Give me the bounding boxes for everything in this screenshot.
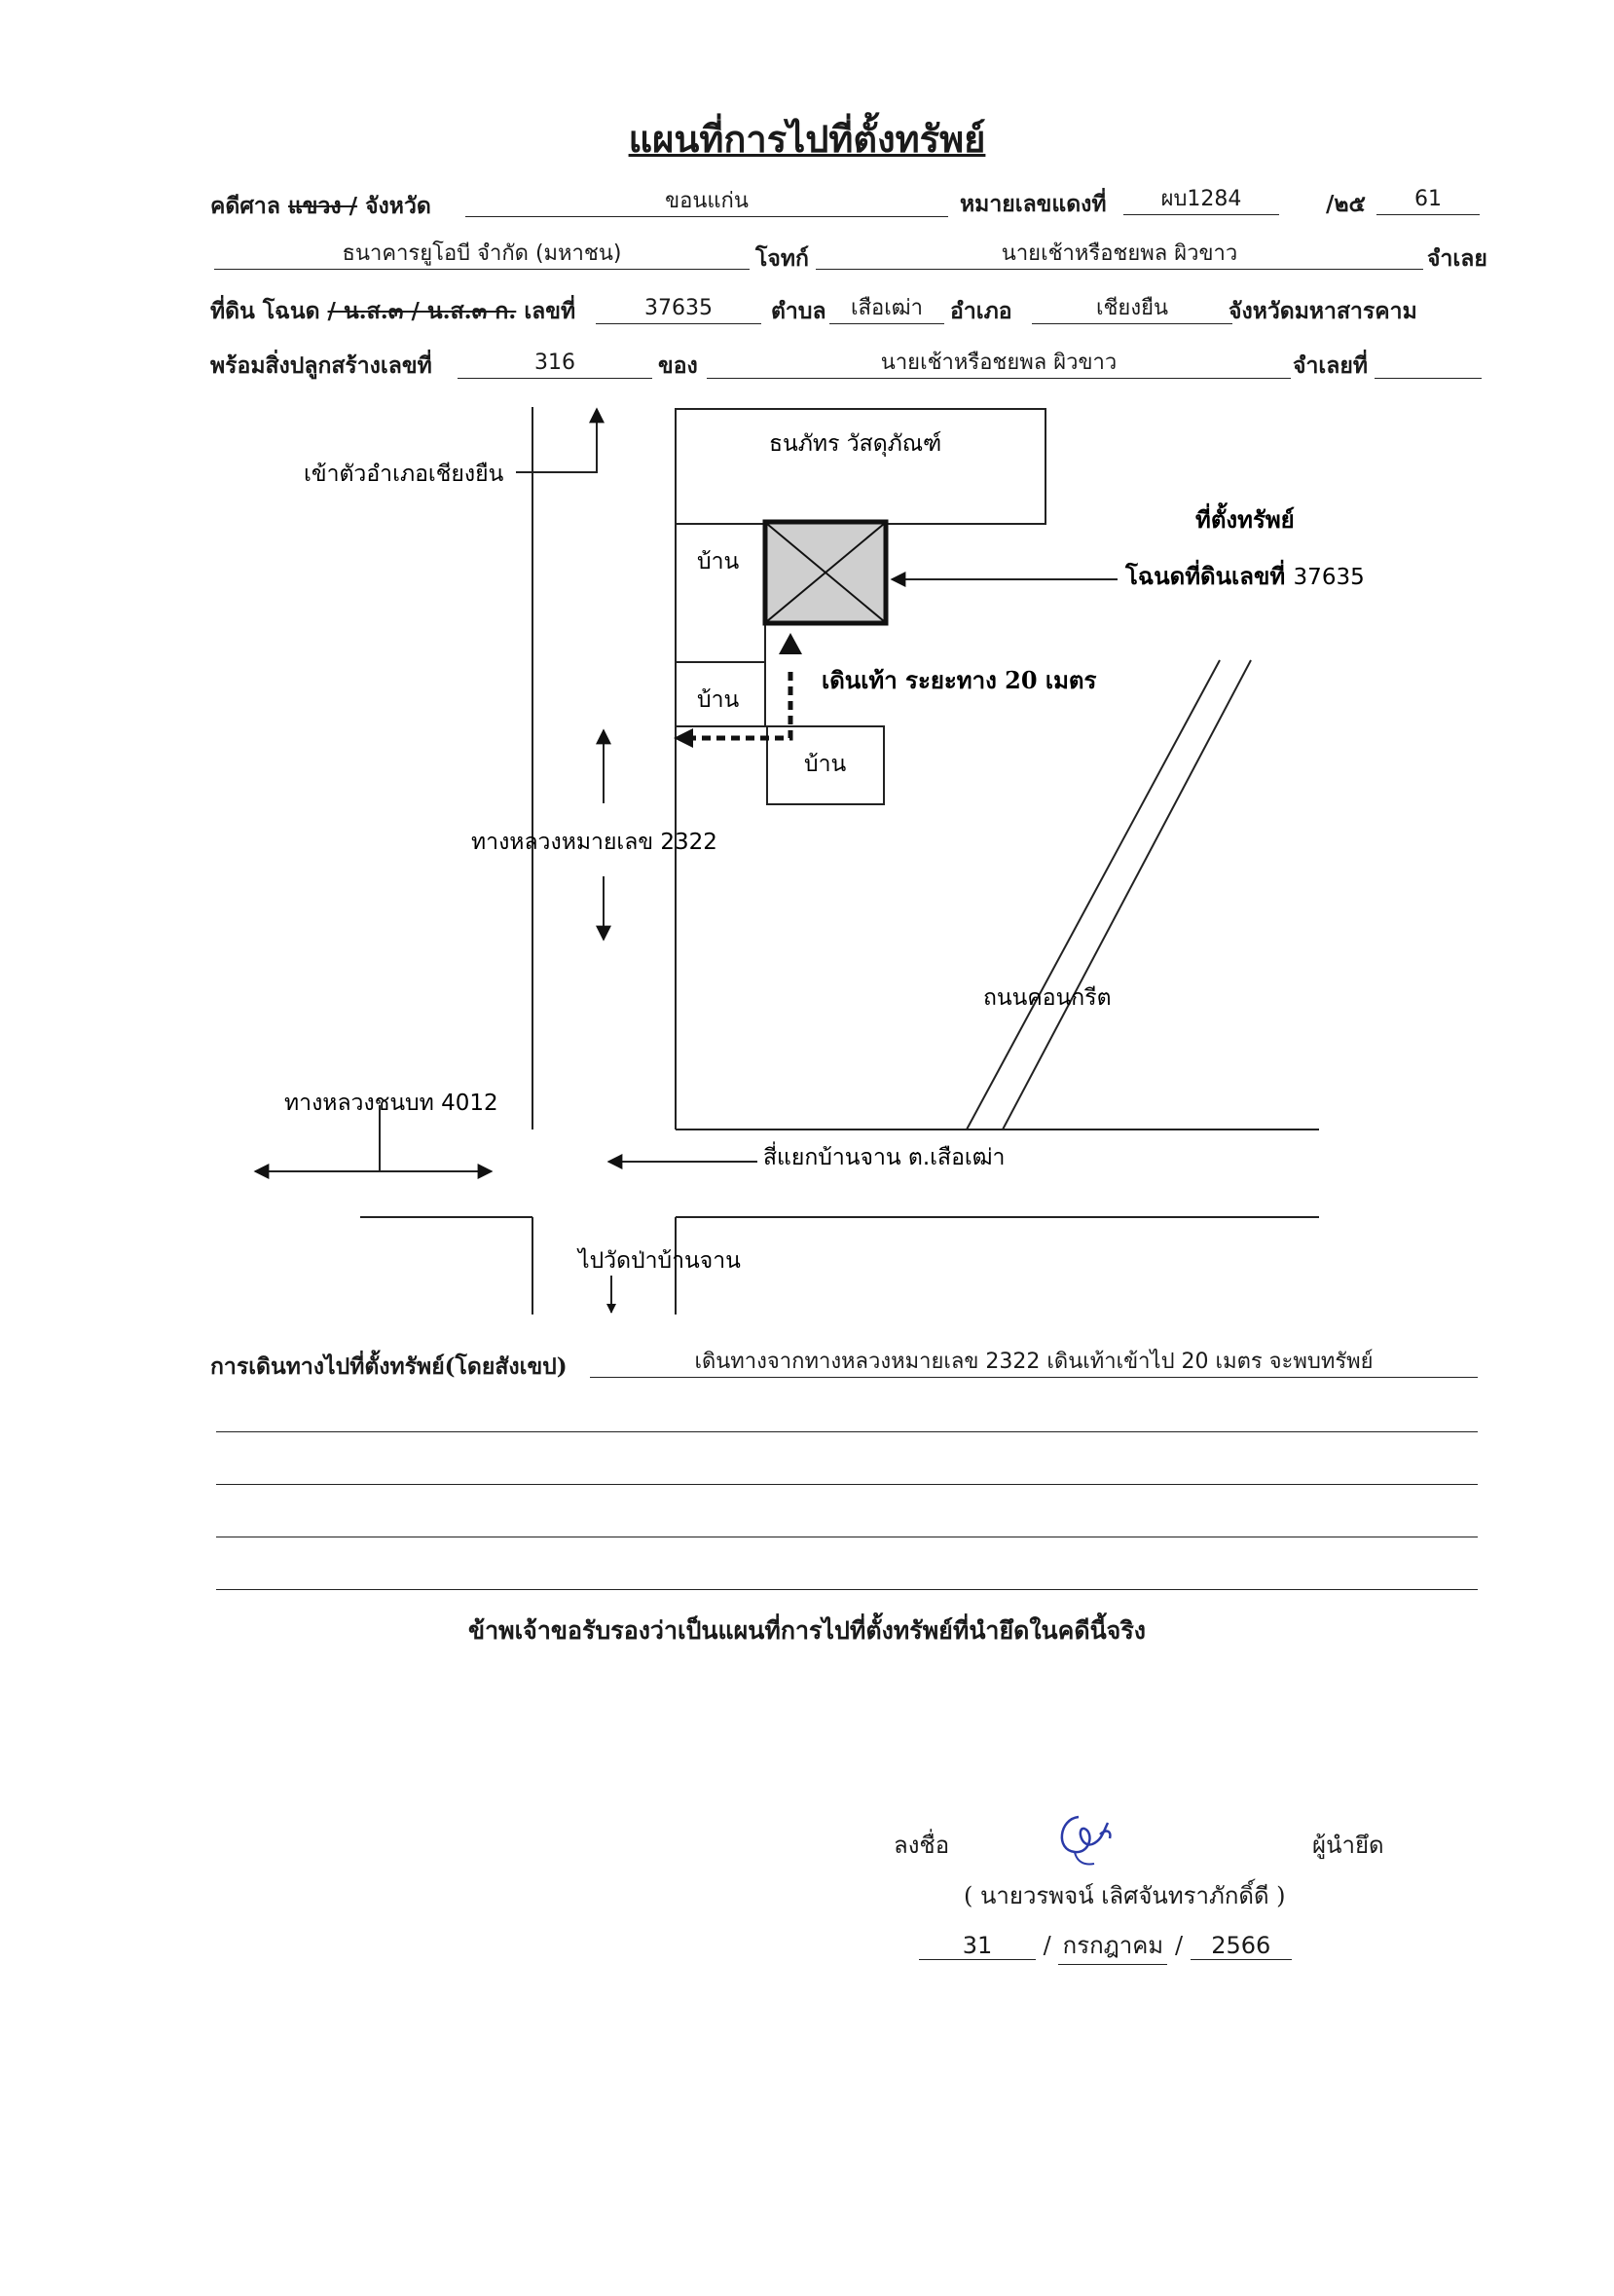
to-town-label: เข้าตัวอำเภอเชียงยืน <box>304 462 504 487</box>
house-west-1 <box>675 523 766 663</box>
defendant-label: จำเลย <box>1427 245 1487 272</box>
district-label: อำเภอ <box>950 298 1012 324</box>
land-struck-option: / น.ส.๓ / น.ส.๓ ก. <box>327 298 517 324</box>
red-case-year: 61 <box>1376 185 1480 215</box>
intersection-label: สี่แยกบ้านจาน ต.เสือเฒ่า <box>763 1141 1005 1170</box>
red-case-number: ผบ1284 <box>1123 185 1279 215</box>
land-deed-label: ที่ดิน โฉนด / น.ส.๓ / น.ส.๓ ก. เลขที่ <box>210 298 576 324</box>
deed-callout: โฉนดที่ดินเลขที่ 37635 <box>1124 559 1365 590</box>
red-case-label: หมายเลขแดงที่ <box>960 191 1107 217</box>
directions-label: การเดินทางไปที่ตั้งทรัพย์(โดยสังเขป) <box>210 1353 568 1380</box>
walking-route-arrowhead-left <box>674 728 693 748</box>
walk-distance-label: เดินเท้า ระยะทาง 20 เมตร <box>822 666 1097 694</box>
plaintiff-value: ธนาคารยูโอบี จำกัด (มหาชน) <box>214 240 750 270</box>
house-label-2: บ้าน <box>697 687 740 713</box>
to-temple-label: ไปวัดป่าบ้านจาน <box>576 1247 741 1274</box>
blank-line-4 <box>216 1589 1478 1590</box>
house-south <box>766 725 885 805</box>
walking-route <box>681 672 793 741</box>
to-town-leader-line <box>516 407 605 473</box>
certification-text: ข้าพเจ้าขอรับรองว่าเป็นแผนที่การไปที่ตั้… <box>468 1616 1146 1645</box>
signature-month: กรกฎาคม <box>1058 1926 1168 1965</box>
defendant-number-label: จำเลยที่ <box>1293 352 1368 379</box>
signer-name: ( นายวรพจน์ เลิศจันทราภักดิ์ดี ) <box>964 1882 1286 1909</box>
house-label-3: บ้าน <box>804 752 847 777</box>
handwritten-signature <box>1060 1815 1112 1866</box>
signature-date: 31 / กรกฎาคม / 2566 <box>919 1926 1292 1965</box>
rural-road-label: ทางหลวงชนบท 4012 <box>284 1091 498 1116</box>
signature-year: 2566 <box>1190 1932 1292 1960</box>
sign-label: ลงชื่อ <box>894 1832 950 1859</box>
district-value: เชียงยืน <box>1032 294 1232 324</box>
owner-value: นายเช้าหรือชยพล ผิวขาว <box>707 349 1291 379</box>
defendant-number-value <box>1375 349 1482 379</box>
document-title: แผนที่การไปที่ตั้งทรัพย์ <box>628 117 986 161</box>
court-struck-option: แขวง / <box>287 193 358 219</box>
court-label: คดีศาล แขวง / จังหวัด <box>210 193 431 219</box>
property-marker <box>762 519 889 626</box>
signature-day: 31 <box>919 1932 1036 1960</box>
concrete-road-edge-east <box>1002 659 1252 1130</box>
concrete-road-edge-west <box>966 659 1221 1130</box>
land-deed-number: 37635 <box>596 294 761 324</box>
concrete-road-label: ถนนคอนกรีต <box>983 985 1112 1011</box>
subdistrict-value: เสือเฒ่า <box>829 294 944 324</box>
plaintiff-label: โจทก์ <box>755 245 809 272</box>
seizer-role-label: ผู้นำยึด <box>1312 1832 1384 1859</box>
blank-line-1 <box>216 1431 1478 1432</box>
blank-line-2 <box>216 1484 1478 1485</box>
building-number: 316 <box>458 349 652 379</box>
owner-label: ของ <box>658 352 698 379</box>
shop-label: ธนภัทร วัสดุภัณฑ์ <box>769 430 941 457</box>
property-heading: ที่ตั้งทรัพย์ <box>1195 501 1295 534</box>
highway-label: ทางหลวงหมายเลข 2322 <box>471 830 717 855</box>
directions-text: เดินทางจากทางหลวงหมายเลข 2322 เดินเท้าเข… <box>590 1348 1478 1378</box>
walking-route-arrowhead-up <box>779 633 802 654</box>
house-west-2 <box>675 661 766 727</box>
court-province-value: ขอนแก่น <box>465 187 948 217</box>
shop-building <box>675 408 1046 525</box>
red-case-year-prefix: /๒๕ <box>1326 191 1366 217</box>
defendant-value: นายเช้าหรือชยพล ผิวขาว <box>816 240 1423 270</box>
province-label: จังหวัดมหาสารคาม <box>1229 298 1417 324</box>
building-label: พร้อมสิ่งปลูกสร้างเลขที่ <box>210 352 432 379</box>
subdistrict-label: ตำบล <box>771 298 826 324</box>
house-label-1: บ้าน <box>697 549 740 574</box>
